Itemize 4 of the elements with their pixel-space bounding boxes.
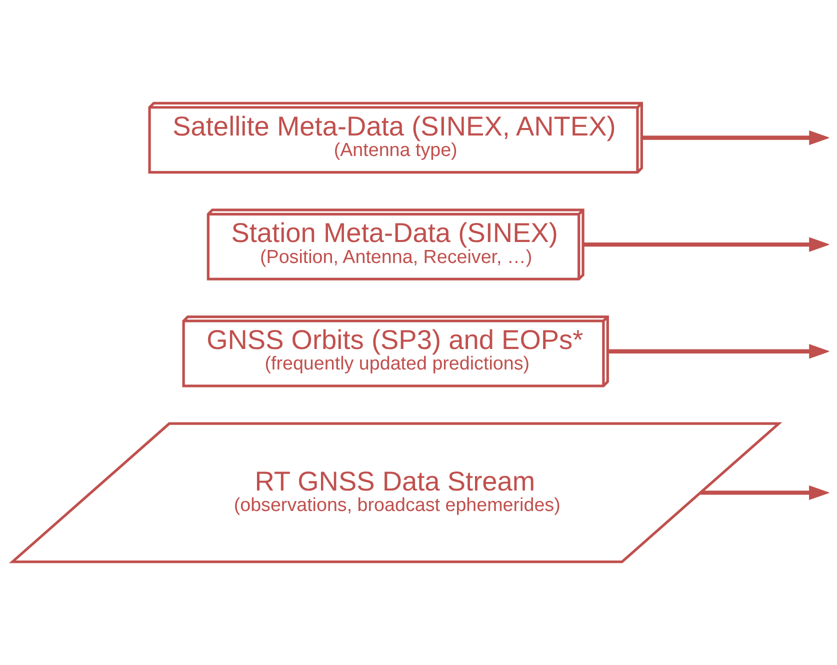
- arrow: [583, 237, 829, 252]
- arrow: [608, 344, 829, 359]
- arrow: [700, 485, 829, 500]
- arrow: [642, 130, 829, 146]
